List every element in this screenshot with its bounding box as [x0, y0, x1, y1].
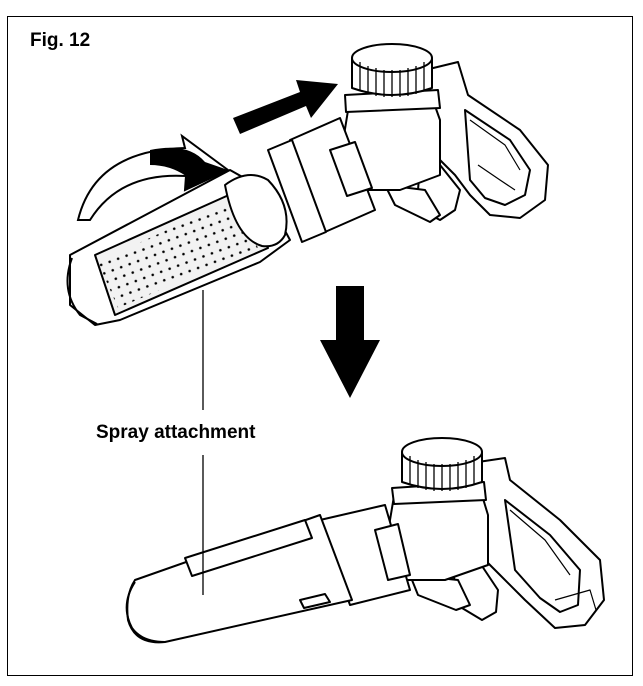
sprayer-bottom-knob — [401, 437, 483, 491]
curved-arrow-icon — [76, 133, 230, 221]
spray-attachment-bottom — [125, 514, 353, 644]
arrow-down-icon — [320, 286, 380, 398]
arrow-right-icon — [233, 80, 338, 134]
sprayer-bottom — [125, 437, 605, 644]
spray-attachment-top — [66, 169, 291, 326]
callout-spray-attachment: Spray attachment — [96, 422, 256, 443]
sprayer-top-knob — [351, 43, 433, 97]
sprayer-top — [66, 43, 549, 326]
figure-title: Fig. 12 — [30, 30, 91, 51]
